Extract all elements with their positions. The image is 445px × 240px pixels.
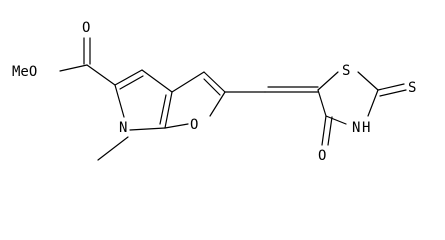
atom-label-s-thione: S (408, 80, 416, 96)
bond-n-c4prime (325, 115, 347, 125)
bond-o-c6a (164, 123, 189, 129)
bond-c3-c3a (141, 69, 173, 93)
bond-lactam-co-2 (327, 116, 333, 146)
bond-c5prime-s (317, 71, 339, 91)
bond-lactam-co-1 (321, 115, 327, 146)
bond-c3a-c6a-inner (159, 94, 167, 125)
atom-label-meo: MeO (12, 64, 37, 80)
molecule-canvas: O MeO N O S S N H O (12, 20, 416, 164)
bond-ester-c-ring (86, 64, 116, 86)
bond-c4-c5 (203, 71, 226, 93)
atom-label-s-ring: S (342, 63, 350, 79)
molecule-structure: O MeO N O S S N H O (12, 20, 416, 164)
bond-c2prime-n (367, 89, 379, 117)
atom-label-n-h: N (352, 120, 360, 136)
bond-c4prime-c5prime (317, 89, 327, 117)
atom-label-n-pyrrole: N (119, 120, 127, 136)
atom-label-h: H (362, 120, 370, 136)
bond-c2-c3-inner (119, 75, 144, 90)
bond-thione-2 (379, 89, 407, 97)
atom-label-o-furan: O (190, 117, 198, 133)
bond-s-c2prime (357, 71, 379, 91)
bond-c5-o (209, 91, 226, 117)
bond-thione-1 (377, 83, 405, 91)
bond-c2-c3 (114, 69, 143, 86)
bond-n-methyl (97, 136, 129, 161)
bond-c4-c5-inner (203, 78, 221, 96)
bond-c6a-n (129, 127, 166, 131)
bond-n-c2 (114, 84, 125, 118)
atom-label-o-carbonyl-top: O (82, 20, 90, 36)
bond-c3a-c6a (164, 91, 173, 129)
bond-c3a-c4 (171, 71, 205, 93)
bond-ester-c-ome (59, 64, 88, 72)
atom-label-o-carbonyl-bottom: O (318, 148, 326, 164)
